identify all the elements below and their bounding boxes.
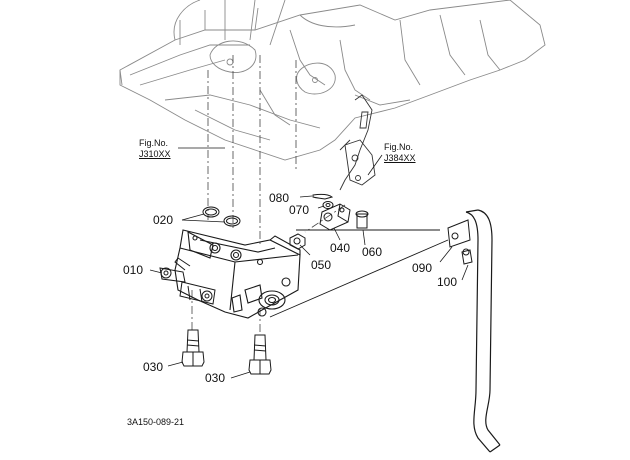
figref-code: J384XX [384,153,416,163]
part-label-010: 010 [123,263,144,277]
figref-leaders [178,148,382,175]
part-label-060: 060 [362,245,383,259]
figref-code: J310XX [139,149,171,159]
figref-label: Fig.No. [384,142,414,152]
part-label-090: 090 [412,261,433,275]
transmission-housing [120,0,545,160]
pin-060 [356,211,368,228]
part-label-030-right: 030 [205,371,226,385]
cotter-pin-080 [313,194,332,199]
part-label-080: 080 [269,191,290,205]
nut-050 [290,234,305,249]
part-leaders [150,196,468,378]
pipe-leader-lines [270,230,448,317]
washer-070 [323,202,333,209]
figref-j310xx: Fig.No. J310XX [139,138,171,160]
spool-end-linkage [160,258,215,304]
drawing-code: 3A150-089-21 [127,417,185,427]
part-label-050: 050 [311,258,332,272]
assembly-guide-lines [192,55,345,335]
pipe-clamp-090 [448,220,472,264]
figref-j384xx: Fig.No. J384XX [384,142,416,164]
bolt-030-left [182,330,204,366]
lever-linkage [340,95,375,190]
part-label-100: 100 [437,275,458,289]
part-label-070: 070 [289,203,310,217]
joint-040 [320,204,350,230]
part-label-030-left: 030 [143,360,164,374]
bolt-030-right [249,335,271,374]
part-label-040: 040 [330,241,351,255]
figref-label: Fig.No. [139,138,169,148]
part-label-020: 020 [153,213,174,227]
control-valve-body [175,230,300,318]
lift-pipe [466,210,500,452]
o-ring-020 [203,207,240,226]
